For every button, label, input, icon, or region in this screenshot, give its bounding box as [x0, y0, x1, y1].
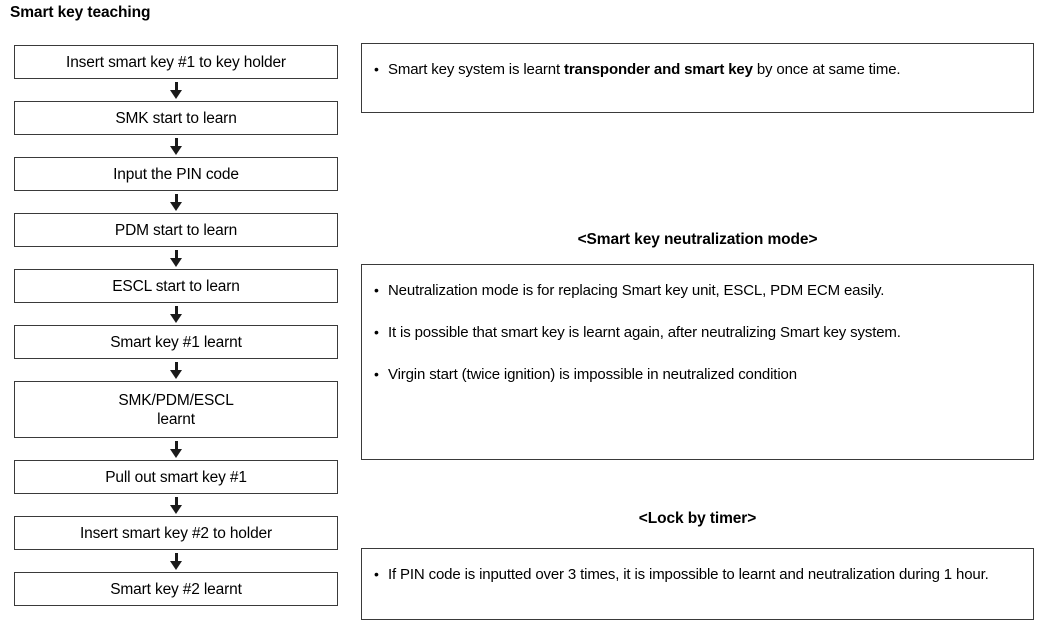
flow-connector-1: [14, 79, 338, 101]
note-item: Virgin start (twice ignition) is impossi…: [372, 364, 1019, 385]
down-arrow-icon: [169, 440, 183, 458]
flow-step-9: Insert smart key #2 to holder: [14, 516, 338, 550]
flow-step-label: Pull out smart key #1: [105, 468, 247, 486]
flow-connector-5: [14, 303, 338, 325]
flow-step-label: Insert smart key #1 to key holder: [66, 53, 286, 71]
flow-connector-4: [14, 247, 338, 269]
flow-connector-6: [14, 359, 338, 381]
note-text-post: by once at same time.: [752, 61, 901, 78]
note-text-bold: transponder and smart key: [564, 61, 753, 78]
note-list: Smart key system is learnt transponder a…: [372, 59, 1019, 80]
down-arrow-icon: [169, 496, 183, 514]
down-arrow-icon: [169, 81, 183, 99]
flow-connector-7: [14, 438, 338, 460]
flow-step-1: Insert smart key #1 to key holder: [14, 45, 338, 79]
flow-step-4: PDM start to learn: [14, 213, 338, 247]
flow-connector-3: [14, 191, 338, 213]
note-item: It is possible that smart key is learnt …: [372, 322, 1019, 343]
note-panel-lock-by-timer: If PIN code is inputted over 3 times, it…: [361, 548, 1034, 620]
note-panel-smart-key-system: Smart key system is learnt transponder a…: [361, 43, 1034, 113]
down-arrow-icon: [169, 193, 183, 211]
flow-connector-2: [14, 135, 338, 157]
flow-step-3: Input the PIN code: [14, 157, 338, 191]
note-item: Neutralization mode is for replacing Sma…: [372, 280, 1019, 301]
flow-step-label: ESCL start to learn: [112, 277, 240, 295]
flow-step-6: Smart key #1 learnt: [14, 325, 338, 359]
note-text-pre: Smart key system is learnt: [388, 61, 564, 78]
flow-step-label: Insert smart key #2 to holder: [79, 524, 273, 542]
note-panel-neutralization-mode: Neutralization mode is for replacing Sma…: [361, 264, 1034, 460]
note-list: Neutralization mode is for replacing Sma…: [372, 280, 1019, 385]
down-arrow-icon: [169, 249, 183, 267]
flow-step-2: SMK start to learn: [14, 101, 338, 135]
flow-step-label: PDM start to learn: [114, 221, 238, 239]
flow-connector-8: [14, 494, 338, 516]
flow-step-8: Pull out smart key #1: [14, 460, 338, 494]
note-list: If PIN code is inputted over 3 times, it…: [372, 564, 1019, 585]
section-heading-neutralization-mode: <Smart key neutralization mode>: [577, 231, 818, 248]
down-arrow-icon: [169, 305, 183, 323]
down-arrow-icon: [169, 361, 183, 379]
down-arrow-icon: [169, 552, 183, 570]
note-item: Smart key system is learnt transponder a…: [372, 59, 1019, 80]
page-title: Smart key teaching: [10, 4, 151, 21]
flow-step-7: SMK/PDM/ESCL learnt: [14, 381, 338, 438]
note-item: If PIN code is inputted over 3 times, it…: [372, 564, 1019, 585]
flow-step-label: Input the PIN code: [113, 165, 239, 183]
flow-step-label: SMK start to learn: [115, 109, 237, 127]
flow-step-5: ESCL start to learn: [14, 269, 338, 303]
flow-step-label-line2: learnt: [157, 410, 195, 428]
down-arrow-icon: [169, 137, 183, 155]
flow-step-label: Smart key #1 learnt: [110, 333, 242, 351]
flow-step-10: Smart key #2 learnt: [14, 572, 338, 606]
flow-step-label: Smart key #2 learnt: [110, 580, 242, 598]
flowchart: Insert smart key #1 to key holder SMK st…: [14, 45, 338, 606]
section-heading-lock-by-timer: <Lock by timer>: [638, 510, 757, 527]
flow-connector-9: [14, 550, 338, 572]
flow-step-label: SMK/PDM/ESCL: [118, 391, 234, 409]
